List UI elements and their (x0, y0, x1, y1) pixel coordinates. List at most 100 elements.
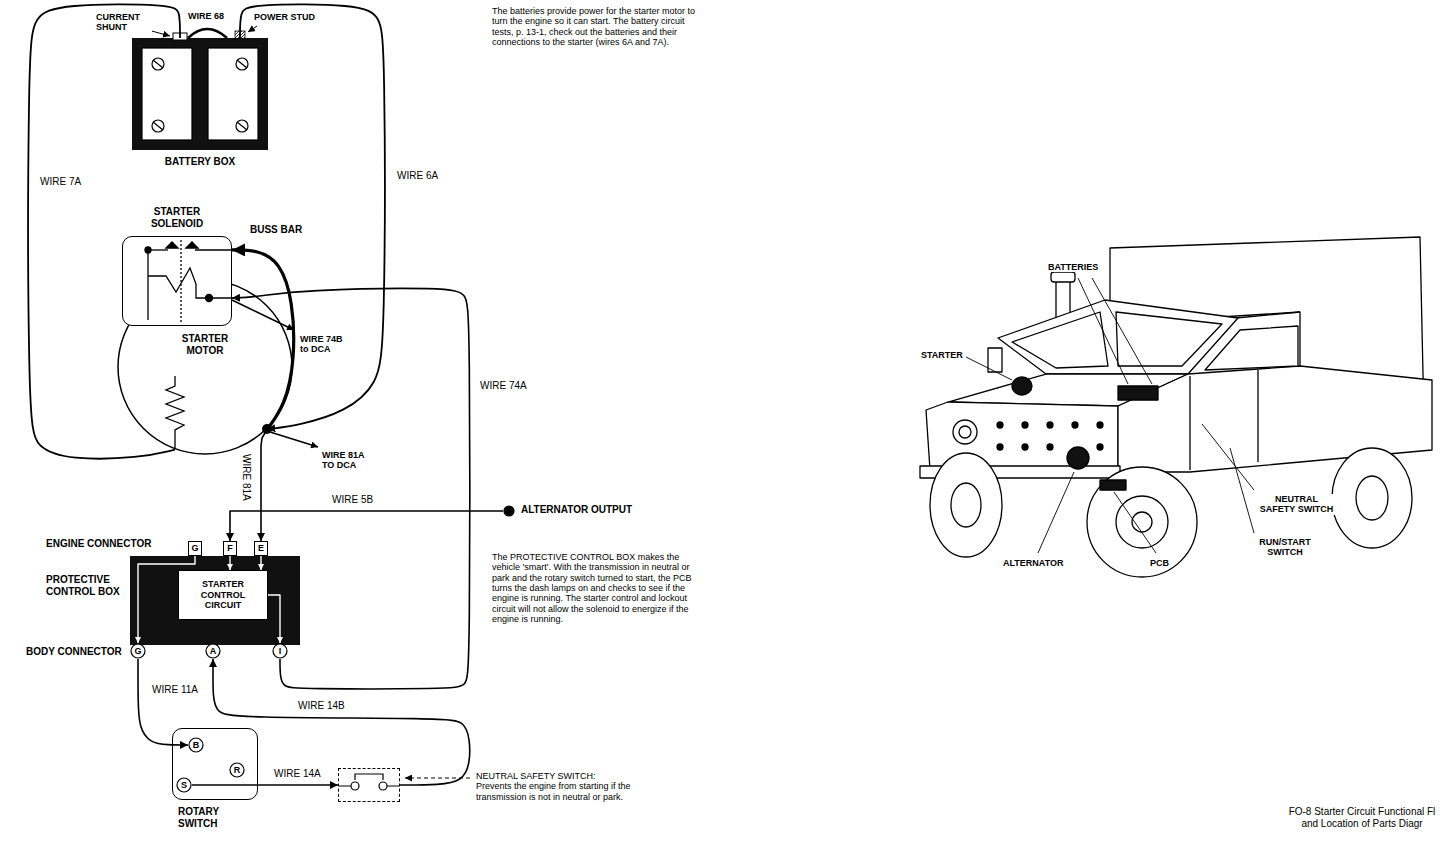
alternator-output-circle (504, 506, 514, 516)
vehicle-drawing (1190, 370, 1258, 470)
callout-leader (1078, 278, 1128, 384)
dca-wire (270, 432, 318, 447)
wire (260, 556, 261, 570)
starter-motor-shape (117, 279, 293, 455)
text-holder: WIRE 5B (330, 494, 375, 506)
solenoid-contacts (206, 295, 213, 302)
vehicle-drawing (997, 444, 1003, 450)
text-holder: WIRE 81A (252, 452, 303, 464)
text-holder: BODY CONNECTOR (26, 646, 122, 658)
callout-leader (966, 278, 1254, 553)
vehicle-drawing (1332, 448, 1412, 548)
vehicle-drawing (930, 453, 1002, 557)
body-connector-pin: G (130, 643, 146, 659)
switch-terminal-circle (189, 738, 203, 752)
vehicle-drawing (1356, 476, 1388, 520)
wire-label: WIRE 14B (296, 700, 347, 712)
vehicle-drawing (953, 420, 977, 444)
vehicle-drawing (1022, 422, 1028, 428)
neutral-safety-switch-outline (338, 768, 400, 802)
text-holder: S (176, 780, 192, 790)
solenoid-contacts (145, 247, 151, 253)
wire-label: BUSS BAR (248, 224, 304, 236)
text-holder: ROTARY SWITCH (178, 806, 238, 829)
wire-group (28, 4, 503, 785)
body-connector-pin-circle (273, 644, 287, 658)
wire (229, 556, 230, 570)
callout-label: RUN/START SWITCH (1255, 537, 1315, 558)
solenoid-contacts (147, 250, 148, 320)
engine-connector-pin: E (254, 541, 268, 556)
battery-cells (153, 122, 163, 130)
wire-label: WIRE 6A (395, 170, 440, 182)
text-holder: POWER STUD (254, 12, 315, 22)
wire-label: WIRE 74A (478, 380, 529, 392)
text-holder: ALTERNATOR (1003, 558, 1064, 568)
part-label: CURRENT SHUNT (96, 12, 152, 33)
body-connector-pin-circle (206, 644, 220, 658)
vehicle-drawing (997, 422, 1003, 428)
text-holder: BUSS BAR (248, 224, 304, 236)
text-holder: WIRE 6A (395, 170, 440, 182)
note-text: The batteries provide power for the star… (492, 6, 700, 47)
engine-connector-pin: F (223, 541, 237, 556)
vehicle-drawing (1072, 422, 1078, 428)
battery-cells (237, 60, 247, 68)
battery-cells (152, 120, 164, 132)
power-stud (248, 26, 257, 32)
vehicle-drawing (920, 237, 1432, 577)
text-holder: G (188, 543, 202, 553)
callout-label: PCB (1150, 558, 1169, 568)
callout-label: ALTERNATOR (1003, 558, 1064, 568)
text-holder: STARTER CONTROL CIRCUIT (190, 579, 256, 610)
switch-terminal: B (188, 737, 204, 753)
wire-label: WIRE 11A (150, 684, 200, 696)
text-holder: WIRE 81A TO DCA (322, 450, 372, 471)
terminal-name: R (229, 765, 245, 775)
text-holder: WIRE 11A (150, 684, 200, 696)
switch-terminal: S (176, 777, 192, 793)
battery-cells (236, 120, 248, 132)
starter-solenoid-outline (122, 236, 232, 326)
vehicle-drawing (1116, 496, 1168, 548)
battery-cells (237, 122, 247, 130)
battery-box: BATTERY BOX (128, 30, 272, 180)
callout-leader (966, 357, 1012, 380)
connector-label: BODY CONNECTOR (26, 646, 122, 658)
vehicle-drawing (959, 426, 971, 438)
wire-label: WIRE 81A (241, 452, 253, 503)
text-holder: WIRE 74B to DCA (300, 334, 350, 355)
text-holder: PCB (1150, 558, 1169, 568)
text-holder: WIRE 74A (478, 380, 529, 392)
text-holder: R (229, 765, 245, 775)
vehicle-drawing (1236, 312, 1300, 318)
text-holder: BATTERY BOX (128, 156, 272, 168)
terminal-name: I (272, 646, 288, 656)
callout-label: NEUTRAL SAFETY SWITCH (1258, 494, 1335, 515)
callout-leader (1230, 448, 1254, 533)
figure-caption: FO-8 Starter Circuit Functional Fl and L… (1282, 806, 1442, 829)
component-name: NEUTRAL SAFETY SWITCH: Prevents the engi… (476, 771, 632, 802)
vehicle-drawing (1047, 422, 1053, 428)
vehicle-drawing (1022, 444, 1028, 450)
vehicle-drawing (1012, 377, 1032, 395)
vehicle-drawing (1012, 312, 1108, 368)
vehicle-drawing (1116, 312, 1222, 366)
text-holder: WIRE 7A (38, 176, 83, 188)
alternator-output-outline (503, 505, 515, 517)
switch-symbol (351, 782, 359, 790)
solenoid-contacts (195, 249, 232, 250)
callout-label: BATTERIES (1048, 262, 1098, 272)
engine-connector-pin: G (188, 541, 202, 556)
wire (230, 511, 503, 541)
protective-control-box: PROTECTIVE CONTROL BOXGFESTARTER CONTROL… (44, 540, 304, 662)
text-holder: I (272, 646, 288, 656)
text-holder: ALTERNATOR OUTPUT (521, 504, 651, 516)
text-holder: ENGINE CONNECTOR (46, 538, 151, 550)
wire-label: WIRE 7A (38, 176, 83, 188)
component-name: BATTERY BOX (128, 156, 272, 168)
vehicle-drawing (988, 348, 1002, 372)
wire-label: WIRE 74B to DCA (300, 334, 350, 355)
